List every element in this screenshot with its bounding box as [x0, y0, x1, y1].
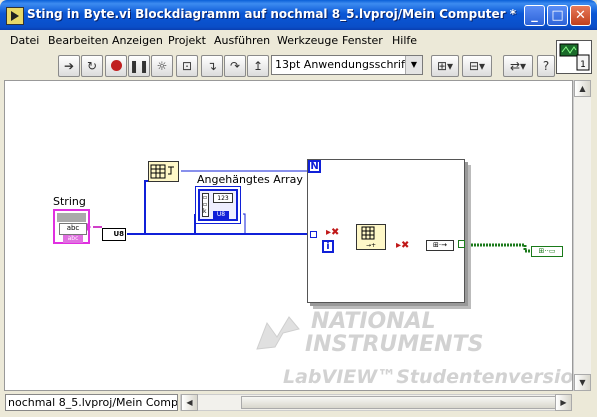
boolean-array-indicator[interactable]: ⊞··▭: [531, 246, 563, 257]
scroll-right-icon[interactable]: ▶: [555, 394, 572, 411]
ni-watermark-line1: NATIONAL: [311, 309, 436, 334]
distribute-objects-icon[interactable]: ⊟▾: [462, 55, 492, 77]
array-index-display: ▫▫k: [202, 193, 209, 217]
abort-icon[interactable]: [105, 55, 127, 77]
arrow-right-icon: [87, 223, 91, 231]
step-out-icon[interactable]: ↥: [247, 55, 269, 77]
greater-than-compare-icon[interactable]: ▸✖: [326, 227, 340, 238]
title-bar: Sting in Byte.vi Blockdiagramm auf nochm…: [0, 0, 597, 30]
maximize-button[interactable]: □: [547, 5, 568, 26]
run-icon[interactable]: ➔: [58, 55, 80, 77]
highlight-execution-icon[interactable]: ☼: [151, 55, 173, 77]
string-control-value: abc: [59, 223, 87, 235]
menu-projekt[interactable]: Projekt: [168, 34, 206, 47]
string-control-label: String: [53, 195, 86, 208]
help-icon[interactable]: ?: [537, 55, 555, 77]
menu-bearbeiten[interactable]: Bearbeiten: [48, 34, 109, 47]
vi-connector-icon[interactable]: 1: [556, 40, 592, 74]
ni-watermark-line2: INSTRUMENTS: [305, 332, 484, 357]
not-equal-compare-icon[interactable]: ▸✖: [396, 240, 410, 251]
retain-wire-values-icon[interactable]: ⊡: [176, 55, 198, 77]
font-select-value: 13pt Anwendungsschriftart: [275, 58, 423, 71]
reorder-icon[interactable]: ⇄▾: [503, 55, 533, 77]
menu-bar: Datei Bearbeiten Anzeigen Projekt Ausfüh…: [0, 30, 597, 50]
run-continuously-icon[interactable]: ↻: [81, 55, 103, 77]
scroll-down-icon[interactable]: ▼: [574, 374, 591, 391]
loop-index-terminal[interactable]: i: [322, 240, 334, 253]
string-type-tag: abc: [63, 235, 83, 243]
array-indicator-label: Angehängtes Array: [197, 173, 303, 186]
array-u8-tag: U8: [213, 211, 229, 219]
menu-anzeigen[interactable]: Anzeigen: [112, 34, 163, 47]
status-bar: nochmal 8_5.lvproj/Mein Computer ◀ ▶: [0, 391, 597, 417]
align-objects-icon[interactable]: ⊞▾: [431, 55, 459, 77]
close-button[interactable]: ✕: [570, 5, 591, 26]
scroll-up-icon[interactable]: ▲: [574, 80, 591, 97]
project-path: nochmal 8_5.lvproj/Mein Computer: [5, 394, 178, 411]
u8-label: U8: [113, 230, 124, 238]
pause-icon[interactable]: ❚❚: [128, 55, 150, 77]
menu-hilfe[interactable]: Hilfe: [392, 34, 418, 47]
svg-text:→+: →+: [366, 242, 376, 249]
minimize-button[interactable]: _: [524, 5, 545, 26]
menu-fenster[interactable]: Fenster: [342, 34, 383, 47]
menu-datei[interactable]: Datei: [10, 34, 40, 47]
vertical-scrollbar[interactable]: ▲ ▼: [573, 80, 591, 391]
step-into-icon[interactable]: ↴: [201, 55, 223, 77]
string-control-terminal[interactable]: abc abc: [53, 209, 91, 244]
toolbar: ➔ ↻ ❚❚ ☼ ⊡ ↴ ↷ ↥ ⊞▾ ⊟▾ ⇄▾ ?: [0, 50, 597, 80]
wire-branch-array[interactable]: [241, 213, 246, 235]
window-title: Sting in Byte.vi Blockdiagramm auf nochm…: [27, 7, 517, 21]
index-array-node[interactable]: →+: [356, 224, 386, 250]
wire-to-array-size[interactable]: [144, 180, 150, 234]
loop-output-tunnel[interactable]: [458, 240, 465, 248]
array-indicator-terminal[interactable]: ▫▫k 123 U8: [195, 186, 241, 224]
horizontal-scroll-thumb[interactable]: [241, 396, 561, 409]
string-to-byte-array-node[interactable]: U8: [102, 228, 126, 241]
menu-werkzeuge[interactable]: Werkzeuge: [277, 34, 339, 47]
array-index-tag: 123: [213, 193, 233, 203]
loop-input-tunnel[interactable]: [310, 231, 317, 238]
menu-ausfuehren[interactable]: Ausführen: [214, 34, 271, 47]
svg-text:1: 1: [580, 60, 586, 70]
bool-array-wire[interactable]: [465, 243, 531, 253]
loop-count-terminal[interactable]: N: [308, 160, 321, 173]
build-array-node[interactable]: ⊞·→: [426, 240, 454, 251]
ni-eagle-logo-icon: [253, 313, 303, 353]
scroll-left-icon[interactable]: ◀: [181, 394, 198, 411]
font-select[interactable]: 13pt Anwendungsschriftart ▼: [271, 55, 423, 75]
ni-watermark-line3: LabVIEW™Studentenversion: [283, 366, 573, 388]
for-loop[interactable]: N i ▸✖ →+ ▸✖ ⊞·→: [307, 159, 465, 303]
labview-app-icon[interactable]: [6, 7, 24, 25]
chevron-down-icon[interactable]: ▼: [405, 56, 422, 74]
block-diagram-canvas[interactable]: String abc abc U8 Angehängtes Array ▫▫k …: [4, 80, 573, 391]
horizontal-scrollbar[interactable]: ◀ ▶: [180, 394, 572, 411]
step-over-icon[interactable]: ↷: [224, 55, 246, 77]
array-size-node[interactable]: [148, 161, 179, 182]
